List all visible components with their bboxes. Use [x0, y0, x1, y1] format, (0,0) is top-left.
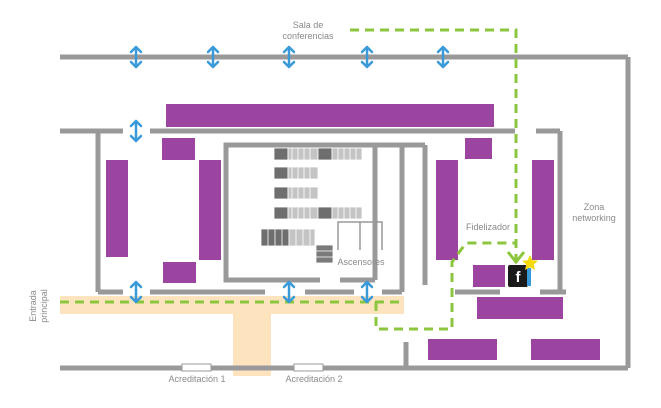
accreditation-desk-2 — [293, 363, 324, 372]
elevators-label: Ascensores — [337, 257, 385, 267]
elevator-shafts — [337, 221, 383, 250]
booth-left-small-bottom — [163, 262, 196, 283]
double-arrow-icon — [436, 45, 450, 69]
main-entrance-label: principal — [39, 289, 49, 323]
double-arrow-icon — [282, 280, 296, 304]
shelf-row-2 — [273, 166, 319, 180]
double-arrow-icon — [206, 45, 220, 69]
booth-left-tall-1 — [106, 160, 128, 257]
main-entrance-label: Entrada — [28, 290, 38, 322]
double-arrow-icon — [129, 280, 143, 304]
accreditation-2-label: Acreditación 2 — [285, 374, 342, 384]
accreditation-desk-1 — [181, 363, 212, 372]
shelf-dividers — [267, 148, 357, 246]
central-shelves — [260, 147, 363, 264]
double-arrow-icon — [129, 45, 143, 69]
networking-label: Zona — [584, 202, 605, 212]
booth-left-tall-2 — [199, 160, 221, 260]
conference-room-label: Sala de — [293, 20, 324, 30]
double-arrow-icon — [129, 119, 143, 143]
double-arrow-icon — [360, 45, 374, 69]
route-arrowhead — [506, 251, 526, 265]
booth-left-small-top — [162, 138, 195, 160]
shelf-row-5 — [260, 228, 316, 247]
booths — [106, 104, 600, 360]
elevator-stack-icon — [315, 244, 334, 264]
loyalty-desk-label: Fidelizador — [466, 222, 510, 232]
main-corridor — [60, 296, 404, 376]
booth-bottom-2 — [531, 339, 600, 360]
walls — [60, 54, 631, 371]
route-path — [60, 28, 518, 331]
booth-right-tall-1 — [436, 160, 458, 260]
shelf-row-4 — [273, 206, 363, 220]
double-arrow-icon — [360, 280, 374, 304]
doors — [129, 45, 450, 304]
booth-right-small-top — [465, 138, 492, 159]
shelf-row-1 — [273, 147, 363, 161]
networking-label: networking — [572, 213, 616, 223]
badge-letter: f — [516, 269, 522, 286]
conference-room-label: conferencias — [282, 31, 334, 41]
booth-top-long — [166, 104, 494, 127]
star-icon — [522, 255, 538, 270]
booth-right-tall-2 — [532, 160, 554, 260]
loyalty-desk-badge: f — [508, 255, 538, 287]
shelf-row-3 — [273, 186, 319, 200]
double-arrow-icon — [282, 45, 296, 69]
booth-right-wide — [477, 297, 563, 319]
accreditation-1-label: Acreditación 1 — [168, 374, 225, 384]
booth-right-small-bottom — [473, 265, 505, 287]
booth-bottom-1 — [428, 339, 497, 360]
